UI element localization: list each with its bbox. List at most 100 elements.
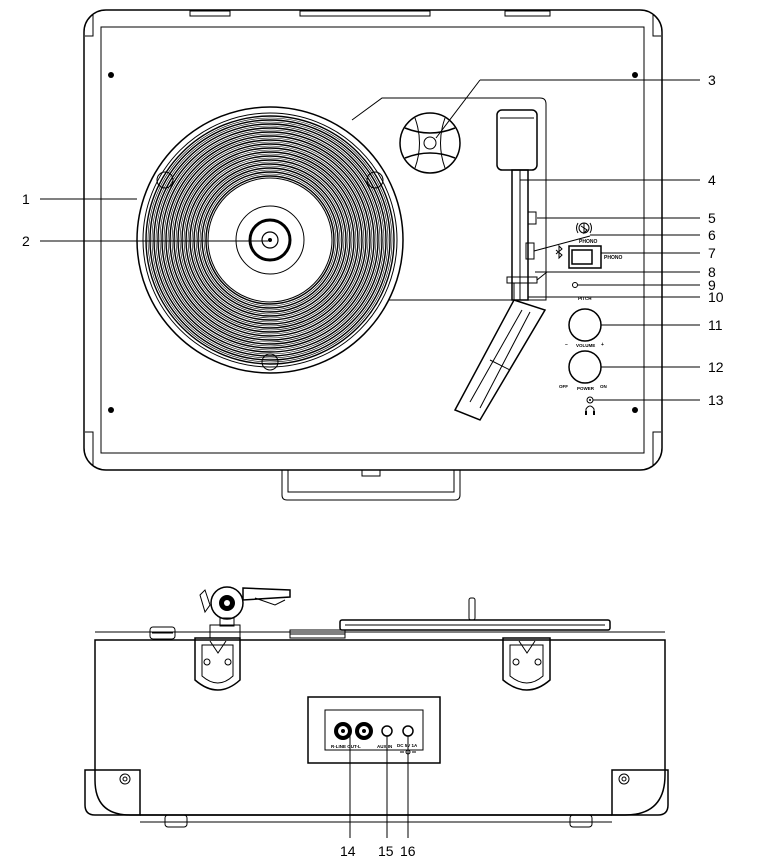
record-groove bbox=[165, 135, 375, 345]
top-view: PHONO PHONO PITCH – VOLUME + OFF POWER O… bbox=[83, 9, 663, 501]
record-groove bbox=[205, 175, 335, 305]
spindle-side bbox=[468, 597, 476, 621]
bluetooth-icon bbox=[555, 244, 563, 260]
screw-icon bbox=[632, 407, 638, 413]
corner-bracket bbox=[652, 14, 661, 37]
hinge-tab bbox=[504, 10, 551, 17]
counterweight bbox=[496, 109, 538, 171]
corner-bracket bbox=[652, 431, 661, 466]
hinge-tab bbox=[189, 10, 231, 17]
callout-4: 4 bbox=[708, 172, 716, 188]
handle bbox=[281, 470, 461, 501]
spindle-ring bbox=[248, 218, 292, 262]
callout-14: 14 bbox=[340, 843, 356, 859]
hinge-tab bbox=[299, 10, 431, 17]
record-groove bbox=[171, 141, 369, 339]
volume-label: VOLUME bbox=[576, 343, 595, 348]
record-groove bbox=[187, 157, 353, 323]
foot bbox=[84, 769, 141, 816]
record-groove bbox=[201, 171, 339, 309]
callout-3: 3 bbox=[708, 72, 716, 88]
handle-inner bbox=[287, 470, 455, 493]
record-groove bbox=[163, 133, 377, 347]
screw-icon bbox=[632, 72, 638, 78]
aux-in-label: AUX IN bbox=[377, 744, 392, 749]
record-groove bbox=[193, 163, 347, 317]
mode-switch[interactable] bbox=[568, 245, 602, 269]
record-groove bbox=[195, 165, 345, 315]
callout-7: 7 bbox=[708, 245, 716, 261]
record-groove bbox=[149, 119, 391, 361]
record-groove bbox=[185, 155, 355, 325]
pitch-label: PITCH bbox=[578, 296, 592, 301]
off-label: OFF bbox=[559, 384, 568, 389]
record-groove bbox=[181, 151, 359, 329]
record-groove bbox=[173, 143, 367, 337]
record-groove bbox=[159, 129, 381, 351]
mode-switch-knob bbox=[571, 249, 593, 265]
arm-lift bbox=[527, 211, 537, 225]
callout-1: 1 bbox=[22, 191, 30, 207]
rca-left-jack[interactable] bbox=[355, 722, 373, 740]
volume-knob[interactable] bbox=[568, 308, 602, 342]
platter-hole bbox=[261, 353, 279, 371]
platter-rim bbox=[142, 112, 398, 368]
record-groove bbox=[199, 169, 341, 311]
callout-numbers: 1 2 3 4 5 6 7 8 9 10 11 12 13 14 15 16 bbox=[22, 72, 724, 859]
arm-rest bbox=[525, 242, 535, 260]
power-knob[interactable] bbox=[568, 350, 602, 384]
adapter-45 bbox=[399, 112, 461, 174]
callout-9: 9 bbox=[708, 277, 716, 293]
foot bbox=[611, 769, 669, 816]
phono-label-right: PHONO bbox=[604, 255, 622, 261]
record-groove bbox=[183, 153, 357, 327]
screw-icon bbox=[119, 773, 131, 785]
record-groove bbox=[147, 117, 393, 363]
hinge bbox=[194, 637, 241, 691]
corner-bracket bbox=[85, 14, 94, 37]
rear-panel-inner bbox=[324, 709, 424, 751]
record-groove bbox=[153, 123, 387, 357]
tonearm-side bbox=[149, 586, 291, 640]
bluetooth-speaker-icon bbox=[576, 222, 592, 235]
callout-10: 10 bbox=[708, 289, 724, 305]
dc-in-jack[interactable] bbox=[402, 725, 414, 737]
foot-pad bbox=[164, 814, 188, 828]
record-groove bbox=[197, 167, 343, 313]
callout-12: 12 bbox=[708, 359, 724, 375]
indicator-led bbox=[572, 282, 578, 288]
on-label: ON bbox=[600, 384, 607, 389]
record-groove bbox=[203, 173, 337, 307]
record-groove bbox=[179, 149, 361, 331]
handle-clip bbox=[361, 469, 381, 477]
rear-body bbox=[94, 639, 666, 816]
leader-lines bbox=[40, 79, 700, 838]
record bbox=[145, 115, 395, 365]
tonearm-panel bbox=[351, 97, 547, 301]
platter-hole bbox=[366, 171, 384, 189]
record-groove bbox=[169, 139, 371, 341]
volume-plus: + bbox=[601, 342, 604, 348]
record-groove bbox=[145, 115, 395, 365]
corner-bracket bbox=[85, 431, 94, 466]
screw-icon bbox=[108, 72, 114, 78]
callout-2: 2 bbox=[22, 233, 30, 249]
aux-in-jack[interactable] bbox=[381, 725, 393, 737]
callout-11: 11 bbox=[708, 317, 723, 333]
record-groove bbox=[175, 145, 365, 335]
foot-pad bbox=[569, 814, 593, 828]
case-inner bbox=[100, 26, 645, 454]
tonearm bbox=[453, 109, 547, 421]
record-groove bbox=[177, 147, 363, 333]
power-label: POWER bbox=[577, 386, 595, 391]
record-groove bbox=[189, 159, 351, 321]
platter-side bbox=[339, 619, 611, 631]
callout-5: 5 bbox=[708, 210, 716, 226]
line-out-label: R-LINE OUT-L bbox=[331, 744, 361, 749]
spindle-ring bbox=[235, 205, 305, 275]
record-groove bbox=[151, 121, 389, 359]
record-groove bbox=[191, 161, 349, 319]
rca-right-jack[interactable] bbox=[334, 722, 352, 740]
record-groove bbox=[161, 131, 379, 349]
